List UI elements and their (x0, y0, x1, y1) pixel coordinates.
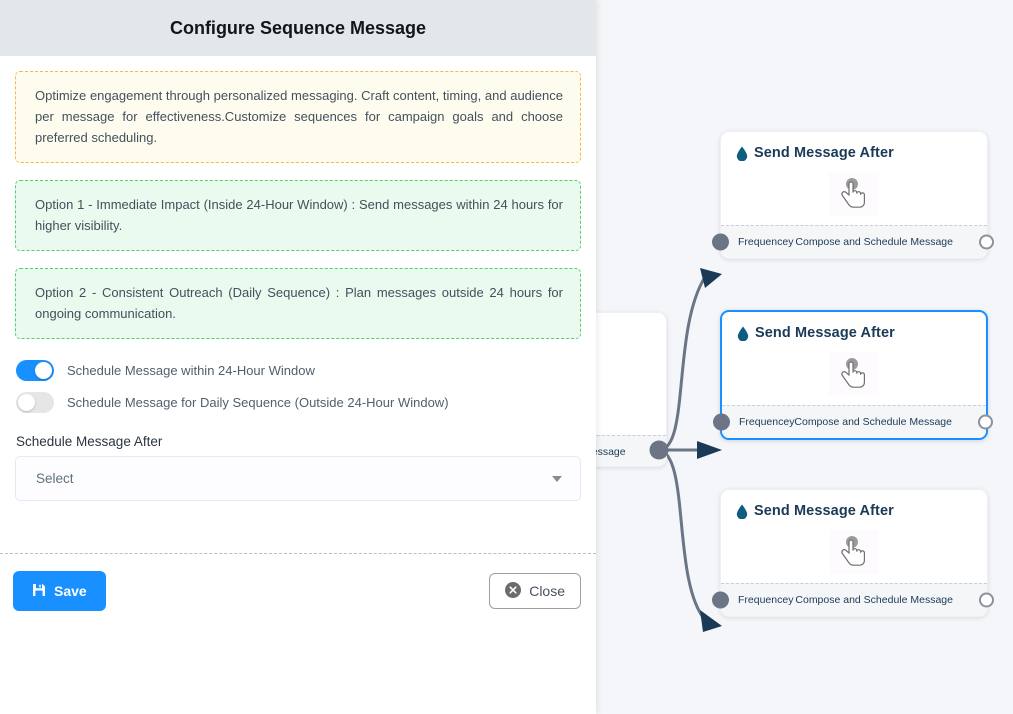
node-output-handle[interactable] (979, 234, 994, 250)
select-value: Select (36, 471, 74, 486)
node-title-row: Send Message After (722, 312, 986, 341)
droplet-icon (736, 504, 748, 519)
save-icon (32, 583, 46, 600)
node-footer-left-label: Frequencey (739, 416, 795, 428)
panel-body: Optimize engagement through personalized… (0, 56, 596, 501)
source-node-output-handle[interactable] (649, 440, 669, 460)
toggle-label-daily-sequence: Schedule Message for Daily Sequence (Out… (67, 395, 449, 410)
flow-node-send-message-after-3[interactable]: Send Message After Frequencey Compose an… (712, 489, 994, 617)
node-title-text: Send Message After (755, 325, 895, 341)
node-footer-right-label: Compose and Schedule Message (794, 416, 952, 428)
pointing-hand-icon (829, 530, 879, 574)
node-input-handle[interactable] (712, 233, 729, 251)
schedule-message-after-select[interactable]: Select (15, 456, 581, 501)
node-body: Send Message After (721, 490, 987, 583)
node-footer: Frequencey Compose and Schedule Message (712, 225, 994, 258)
close-button-label: Close (529, 583, 565, 599)
close-icon (505, 581, 522, 601)
option-2-note: Option 2 - Consistent Outreach (Daily Se… (15, 268, 581, 339)
flow-node-send-message-after-2[interactable]: Send Message After Frequencey Compose an… (713, 310, 993, 440)
schedule-message-after-label: Schedule Message After (16, 434, 163, 449)
toggle-knob (35, 362, 52, 379)
save-button-label: Save (54, 583, 87, 599)
node-footer-left-label: Frequencey (738, 594, 794, 606)
info-note: Optimize engagement through personalized… (15, 71, 581, 163)
node-output-handle[interactable] (979, 592, 994, 608)
node-body: Send Message After (722, 312, 986, 405)
toggle-row-within-24h[interactable]: Schedule Message within 24-Hour Window (15, 360, 581, 381)
close-button[interactable]: Close (489, 573, 581, 609)
save-button[interactable]: Save (13, 571, 106, 611)
node-input-handle[interactable] (712, 591, 729, 609)
configure-sequence-panel: Configure Sequence Message Optimize enga… (0, 0, 596, 714)
toggle-switch-within-24h[interactable] (16, 360, 54, 381)
toggle-switch-daily-sequence[interactable] (16, 392, 54, 413)
node-title-text: Send Message After (754, 503, 894, 519)
node-input-handle[interactable] (713, 413, 730, 431)
pointing-hand-icon (829, 352, 879, 396)
node-footer: Frequencey Compose and Schedule Message (712, 583, 994, 616)
pointing-hand-icon (829, 172, 879, 216)
toggle-knob (18, 394, 35, 411)
node-title-row: Send Message After (721, 490, 987, 519)
option-1-note: Option 1 - Immediate Impact (Inside 24-H… (15, 180, 581, 251)
node-output-handle[interactable] (978, 414, 993, 430)
footer-divider (0, 553, 596, 554)
node-footer-right-label: Compose and Schedule Message (795, 236, 953, 248)
node-footer: Frequencey Compose and Schedule Message (713, 405, 993, 438)
page-title: Configure Sequence Message (169, 17, 427, 38)
droplet-icon (736, 146, 748, 161)
node-title-row: Send Message After (721, 132, 987, 161)
panel-footer: Save Close (0, 554, 596, 611)
toggle-row-daily-sequence[interactable]: Schedule Message for Daily Sequence (Out… (15, 392, 581, 413)
node-title-text: Send Message After (754, 145, 894, 161)
flow-node-send-message-after-1[interactable]: Send Message After Frequencey Compose an… (712, 131, 994, 259)
toggle-label-within-24h: Schedule Message within 24-Hour Window (67, 363, 315, 378)
panel-header: Configure Sequence Message (0, 0, 596, 56)
droplet-icon (737, 326, 749, 341)
node-footer-right-label: Compose and Schedule Message (795, 594, 953, 606)
node-footer-left-label: Frequencey (738, 236, 794, 248)
chevron-down-icon (552, 475, 562, 482)
node-body: Send Message After (721, 132, 987, 225)
